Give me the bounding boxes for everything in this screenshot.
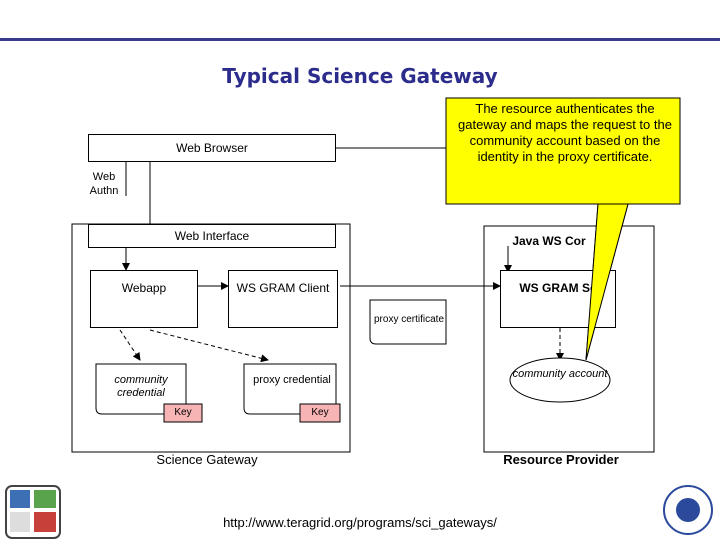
community-credential-scroll <box>95 363 187 415</box>
resource-provider-region <box>483 225 655 453</box>
nsf-logo-icon <box>663 485 713 535</box>
web-browser-box: Web Browser <box>88 134 336 162</box>
slide-title: Typical Science Gateway <box>222 64 498 88</box>
web-authn-label: Web Authn <box>89 171 119 197</box>
key-label-2: Key <box>311 407 329 418</box>
science-gateway-label: Science Gateway <box>156 452 258 467</box>
web-interface-box: Web Interface <box>88 224 336 248</box>
community-account-label: community account <box>512 368 608 380</box>
callout-text: The resource authenticates the gateway a… <box>458 101 672 164</box>
community-account-ellipse <box>509 357 611 403</box>
webapp-community-arrow <box>119 329 141 361</box>
key-label-1: Key <box>174 407 192 418</box>
top-bar <box>0 38 720 41</box>
wsgram-client-box: WS GRAM Client <box>228 270 338 328</box>
footer-url[interactable]: http://www.teragrid.org/programs/sci_gat… <box>223 515 497 530</box>
proxy-credential-label: proxy credential <box>253 374 331 386</box>
proxy-certificate-label: proxy certificate <box>373 314 445 325</box>
java-ws-core-label: Java WS Cor <box>512 234 586 248</box>
key-box-1 <box>163 403 203 423</box>
resource-provider-label: Resource Provider <box>503 452 619 467</box>
wsgram-service-label: WS GRAM Se <box>519 281 597 295</box>
webapp-box: Webapp <box>90 270 198 328</box>
proxy-certificate-scroll <box>369 299 447 345</box>
webapp-proxy-arrow <box>149 329 269 363</box>
key-box-2 <box>299 403 341 423</box>
teragrid-logo-icon <box>5 485 61 539</box>
community-credential-label: community credential <box>114 374 168 399</box>
